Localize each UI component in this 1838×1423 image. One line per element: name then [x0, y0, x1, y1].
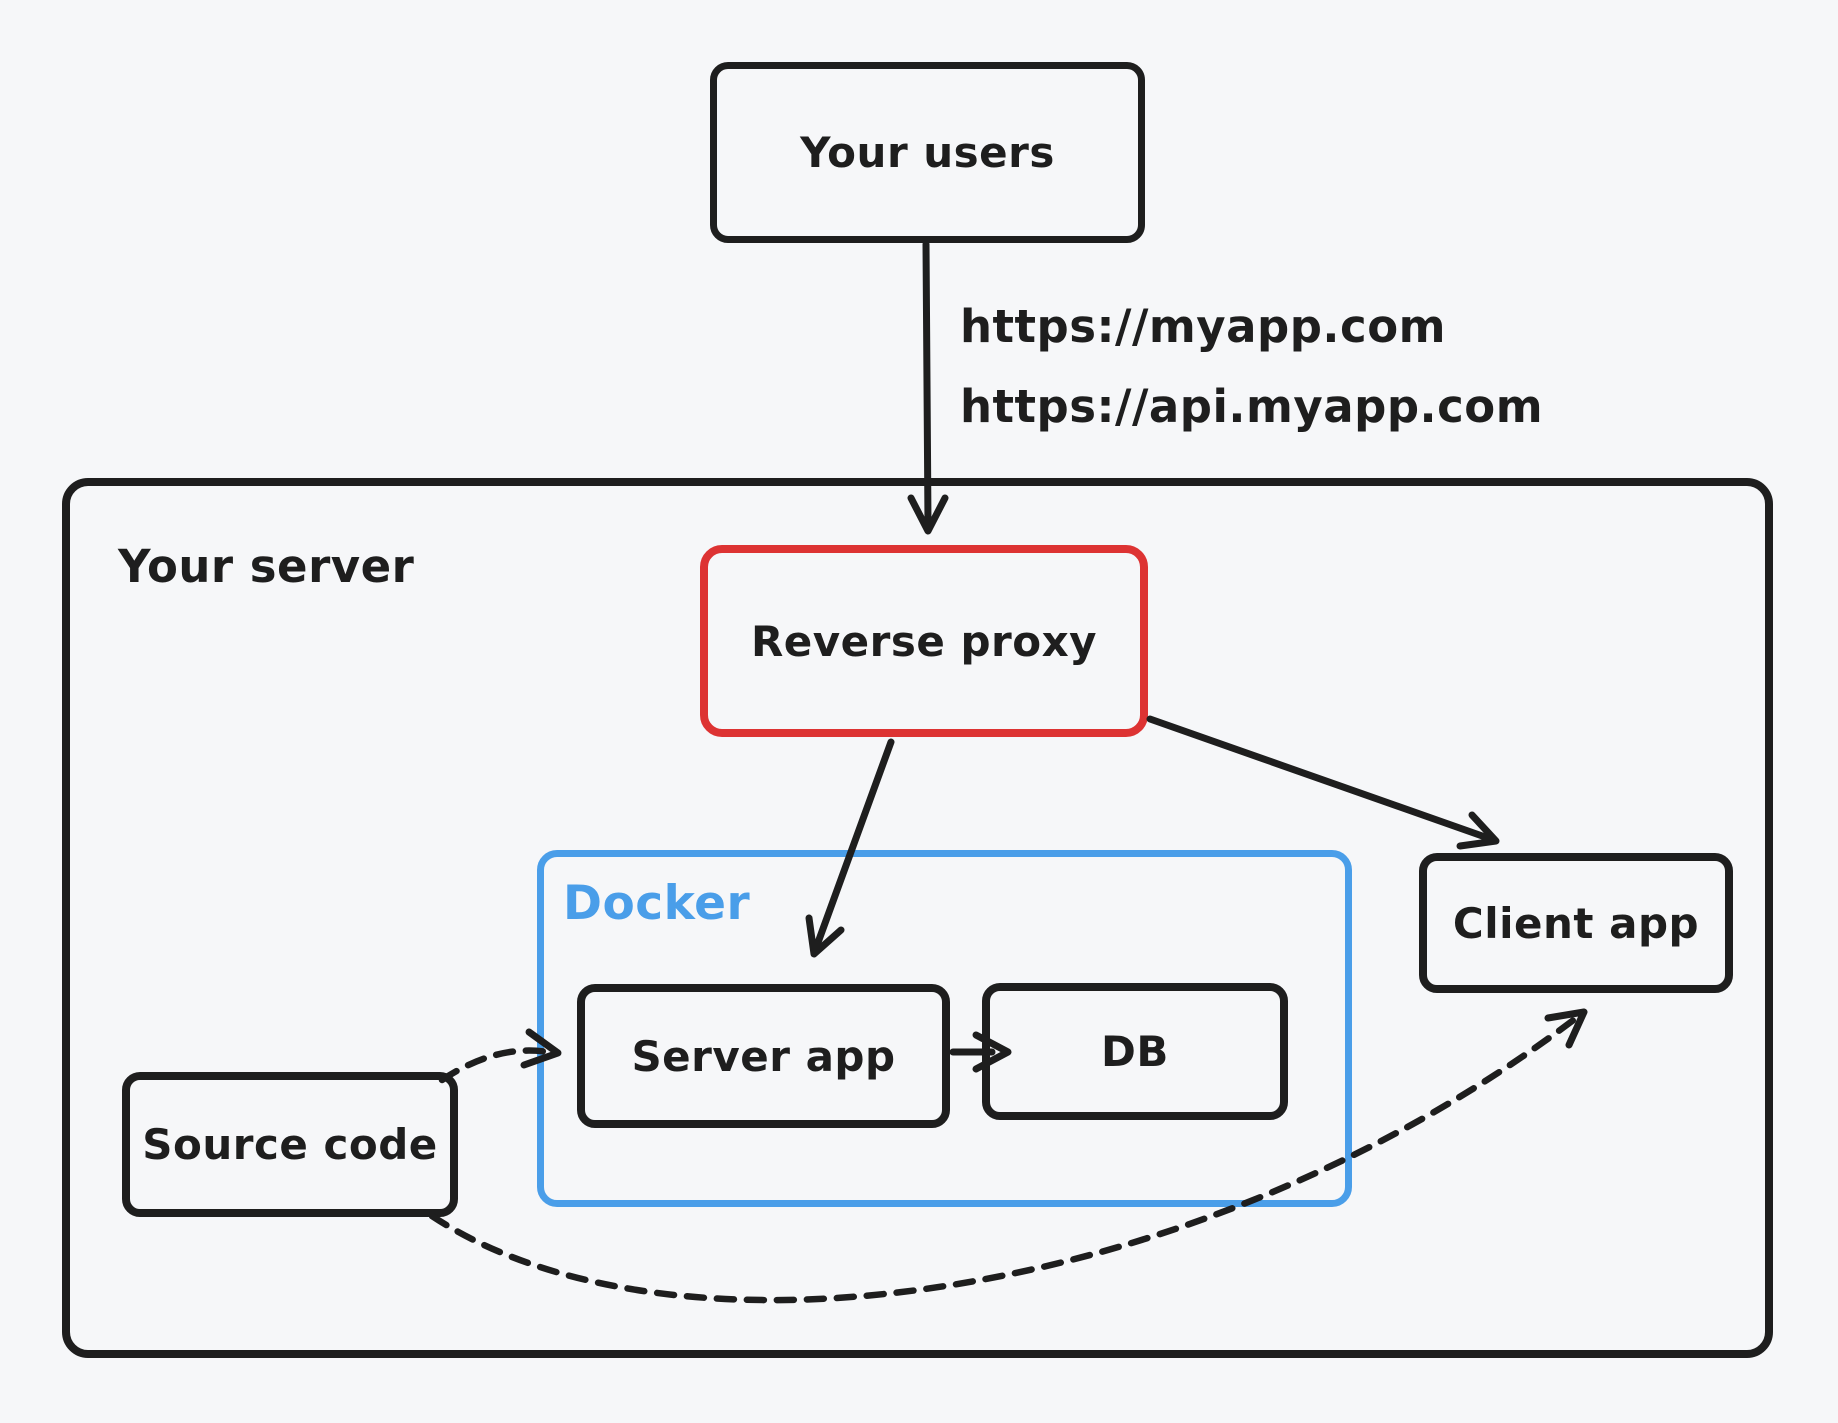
- node-server-app-label: Server app: [631, 1031, 896, 1081]
- edge-users-to-reverse-proxy-labels: https://myapp.com https://api.myapp.com: [960, 287, 1543, 447]
- node-source-code: Source code: [122, 1072, 458, 1217]
- node-reverse-proxy-label: Reverse proxy: [750, 616, 1098, 666]
- node-source-code-label: Source code: [142, 1120, 438, 1169]
- node-docker-label: Docker: [563, 876, 751, 931]
- node-your-server-container: [62, 478, 1773, 1358]
- url-label-api-myapp: https://api.myapp.com: [960, 380, 1544, 433]
- node-client-app: Client app: [1419, 853, 1733, 993]
- node-server-app: Server app: [577, 984, 950, 1128]
- node-db-label: DB: [1101, 1027, 1169, 1076]
- node-your-server-label: Your server: [118, 540, 415, 593]
- node-your-users-label: Your users: [800, 128, 1055, 177]
- node-client-app-label: Client app: [1452, 898, 1700, 948]
- node-your-users: Your users: [710, 62, 1145, 243]
- node-reverse-proxy: Reverse proxy: [700, 545, 1148, 737]
- url-label-myapp: https://myapp.com: [960, 300, 1447, 353]
- node-db: DB: [982, 983, 1288, 1120]
